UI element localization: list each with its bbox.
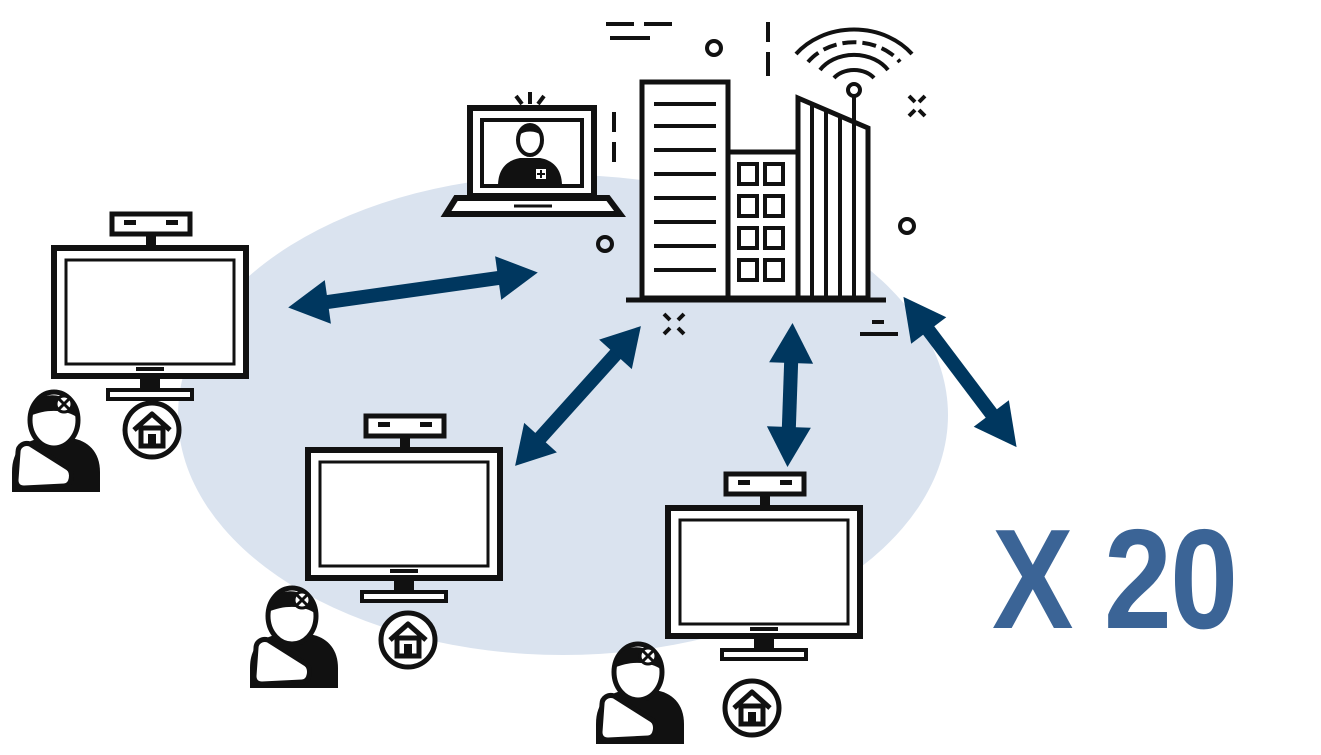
multiplier-text: X 20 [992, 500, 1238, 659]
home-badge-icon [381, 613, 435, 667]
patient-with-sling-icon [596, 644, 684, 744]
tv-with-camera-icon [54, 214, 246, 399]
patient-with-sling-icon [12, 392, 100, 492]
bidirectional-arrow-icon [288, 256, 1017, 467]
multiplier-label: X 20 [992, 500, 1238, 660]
doctor-video-laptop-icon [440, 92, 626, 217]
home-badge-icon [725, 681, 779, 735]
home-badge-icon [125, 403, 179, 457]
decorative-marks [596, 22, 927, 336]
hospital-building-icon [626, 79, 886, 303]
